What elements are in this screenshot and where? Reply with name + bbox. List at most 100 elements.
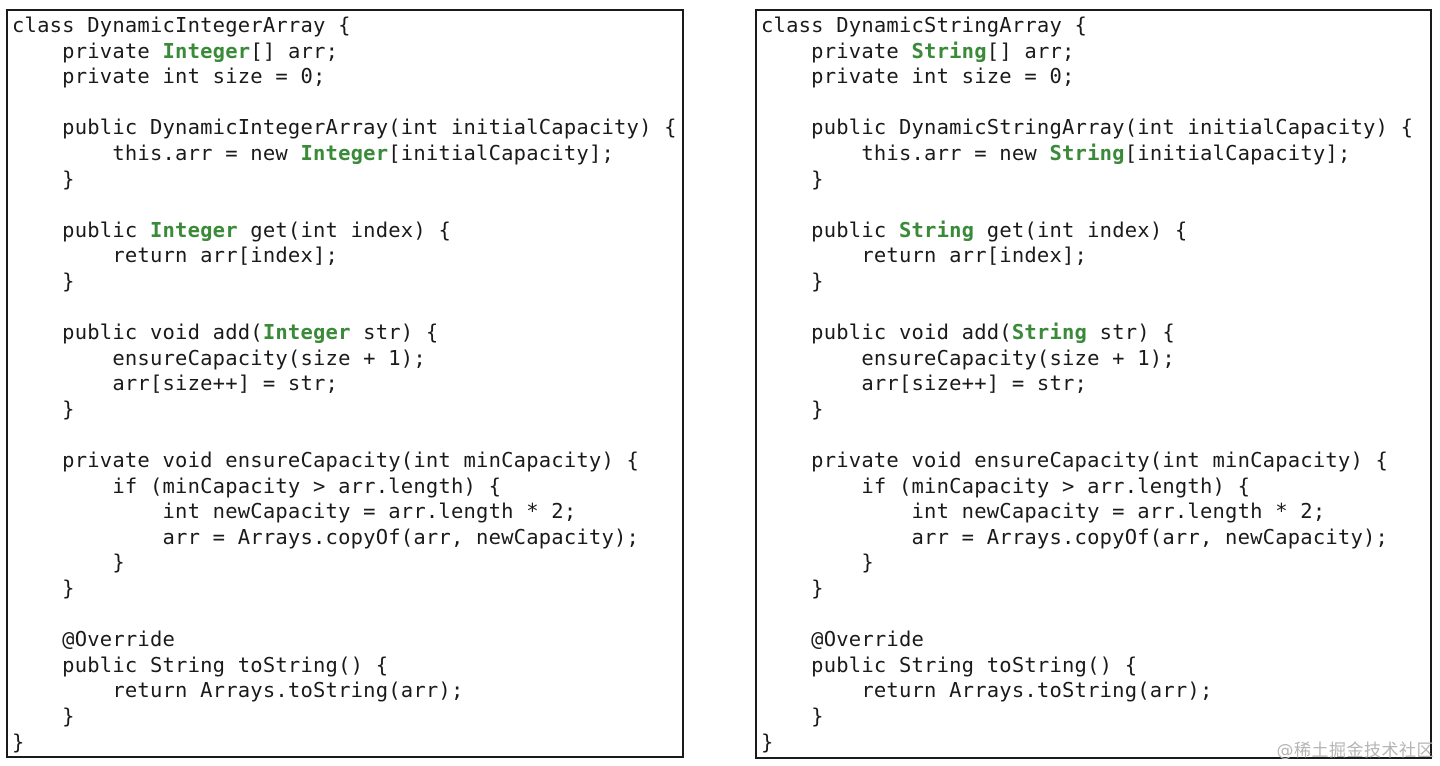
code-line bbox=[761, 423, 1413, 449]
code-line: } bbox=[12, 730, 677, 756]
code-text: str) { bbox=[1087, 320, 1175, 345]
code-line bbox=[12, 295, 677, 321]
code-text: private void ensureCapacity(int minCapac… bbox=[761, 448, 1389, 473]
code-text: str) { bbox=[350, 320, 439, 345]
code-text: } bbox=[12, 166, 75, 191]
code-line: } bbox=[12, 269, 677, 295]
code-line: return Arrays.toString(arr); bbox=[12, 678, 677, 704]
code-line bbox=[761, 602, 1413, 628]
code-line: public String get(int index) { bbox=[761, 218, 1413, 244]
code-line: private Integer[] arr; bbox=[12, 39, 677, 65]
code-line: } bbox=[761, 550, 1413, 576]
code-line: private void ensureCapacity(int minCapac… bbox=[761, 448, 1413, 474]
code-line: private void ensureCapacity(int minCapac… bbox=[12, 448, 677, 474]
code-line bbox=[12, 423, 677, 449]
code-text: return Arrays.toString(arr); bbox=[761, 678, 1213, 703]
code-text: return arr[index]; bbox=[12, 243, 339, 268]
code-text: arr[size++] = str; bbox=[12, 371, 339, 396]
type-token: Integer bbox=[162, 38, 251, 63]
code-text: arr = Arrays.copyOf(arr, newCapacity); bbox=[12, 524, 640, 549]
code-line bbox=[12, 90, 677, 116]
code-line: arr = Arrays.copyOf(arr, newCapacity); bbox=[761, 525, 1413, 551]
code-text: } bbox=[761, 268, 824, 293]
code-text: } bbox=[761, 704, 824, 729]
code-line: } bbox=[761, 167, 1413, 193]
code-text: [] arr; bbox=[250, 38, 339, 63]
code-line: public void add(Integer str) { bbox=[12, 320, 677, 346]
code-text: [] arr; bbox=[986, 38, 1075, 63]
code-line: public void add(String str) { bbox=[761, 320, 1413, 346]
code-line: private String[] arr; bbox=[761, 39, 1413, 65]
code-text: public void add( bbox=[761, 320, 1012, 345]
code-text: this.arr = new bbox=[761, 140, 1050, 165]
code-line: return arr[index]; bbox=[761, 243, 1413, 269]
code-line: private int size = 0; bbox=[761, 64, 1413, 90]
code-text: } bbox=[761, 166, 824, 191]
code-line: arr[size++] = str; bbox=[12, 371, 677, 397]
code-line: } bbox=[12, 397, 677, 423]
type-token: Integer bbox=[149, 217, 238, 242]
code-line: ensureCapacity(size + 1); bbox=[761, 346, 1413, 372]
code-line bbox=[12, 602, 677, 628]
code-text: public String toString() { bbox=[761, 652, 1138, 677]
code-line: class DynamicStringArray { bbox=[761, 13, 1413, 39]
watermark-text: @稀土掘金技术社区 bbox=[1276, 741, 1434, 761]
type-token: String bbox=[1011, 320, 1088, 345]
code-line: ensureCapacity(size + 1); bbox=[12, 346, 677, 372]
code-text: private bbox=[761, 38, 912, 63]
code-line: int newCapacity = arr.length * 2; bbox=[12, 499, 677, 525]
code-line: } bbox=[761, 730, 1413, 756]
type-token: String bbox=[898, 217, 975, 242]
code-text: public void add( bbox=[12, 320, 263, 345]
code-block: class DynamicIntegerArray { private Inte… bbox=[12, 13, 677, 755]
code-line: if (minCapacity > arr.length) { bbox=[12, 474, 677, 500]
code-text: arr = Arrays.copyOf(arr, newCapacity); bbox=[761, 524, 1389, 549]
type-token: String bbox=[1049, 140, 1125, 165]
code-text: ensureCapacity(size + 1); bbox=[761, 345, 1175, 370]
code-text: class DynamicIntegerArray { bbox=[12, 13, 351, 37]
code-line: } bbox=[12, 550, 677, 576]
code-text: } bbox=[12, 396, 75, 421]
code-line: this.arr = new Integer[initialCapacity]; bbox=[12, 141, 677, 167]
code-line: arr[size++] = str; bbox=[761, 371, 1413, 397]
code-line: public DynamicStringArray(int initialCap… bbox=[761, 115, 1413, 141]
code-line bbox=[761, 192, 1413, 218]
code-text: int newCapacity = arr.length * 2; bbox=[12, 499, 577, 524]
code-line: @Override bbox=[12, 627, 677, 653]
code-line: int newCapacity = arr.length * 2; bbox=[761, 499, 1413, 525]
code-line bbox=[12, 192, 677, 218]
code-line: public Integer get(int index) { bbox=[12, 218, 677, 244]
code-text: } bbox=[761, 729, 774, 754]
code-line: } bbox=[761, 704, 1413, 730]
code-text: } bbox=[12, 268, 75, 293]
code-text: if (minCapacity > arr.length) { bbox=[12, 473, 502, 498]
code-text: int newCapacity = arr.length * 2; bbox=[761, 499, 1326, 524]
code-text: @Override bbox=[761, 627, 925, 652]
code-line: } bbox=[12, 167, 677, 193]
code-text: get(int index) { bbox=[974, 217, 1188, 242]
code-text: public String toString() { bbox=[12, 652, 389, 677]
code-line: public DynamicIntegerArray(int initialCa… bbox=[12, 115, 677, 141]
code-text: @Override bbox=[12, 627, 176, 652]
code-line bbox=[761, 90, 1413, 116]
code-line: } bbox=[12, 704, 677, 730]
code-text: [initialCapacity]; bbox=[1124, 140, 1351, 165]
type-token: Integer bbox=[300, 140, 389, 165]
code-panel-integer-array: class DynamicIntegerArray { private Inte… bbox=[6, 9, 684, 758]
code-text: public bbox=[761, 217, 899, 242]
code-text: this.arr = new bbox=[12, 140, 301, 165]
code-text: arr[size++] = str; bbox=[761, 371, 1088, 396]
code-text: } bbox=[12, 704, 75, 729]
code-panel-string-array: class DynamicStringArray { private Strin… bbox=[755, 9, 1432, 759]
code-text: private int size = 0; bbox=[761, 64, 1075, 89]
code-text: } bbox=[12, 729, 25, 754]
code-line: if (minCapacity > arr.length) { bbox=[761, 474, 1413, 500]
code-text: private bbox=[12, 38, 163, 63]
code-line: this.arr = new String[initialCapacity]; bbox=[761, 141, 1413, 167]
code-text: ensureCapacity(size + 1); bbox=[12, 345, 426, 370]
code-text: } bbox=[761, 550, 874, 575]
code-line: } bbox=[12, 576, 677, 602]
code-text: } bbox=[12, 576, 75, 601]
code-line: } bbox=[761, 576, 1413, 602]
code-block: class DynamicStringArray { private Strin… bbox=[761, 13, 1413, 755]
